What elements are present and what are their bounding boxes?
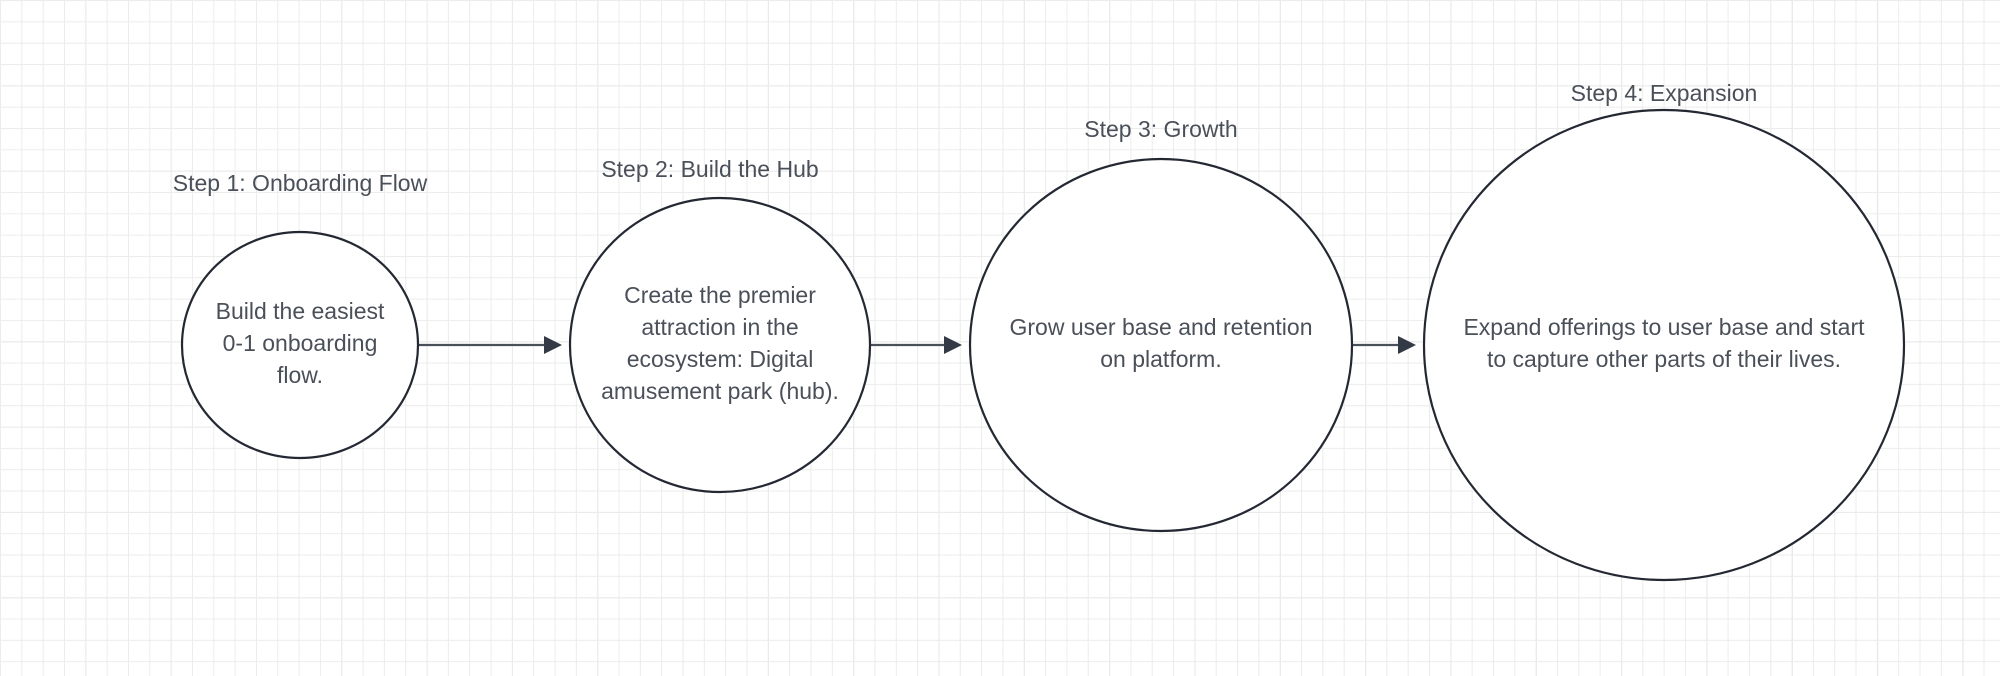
- node-title-label: Step 4: Expansion: [1571, 80, 1758, 106]
- node-body-line: Expand offerings to user base and start: [1463, 314, 1865, 340]
- node-body-line: ecosystem: Digital: [627, 346, 814, 372]
- node-body-line: flow.: [277, 362, 323, 388]
- node-body-line: Create the premier: [624, 282, 816, 308]
- node-body-line: to capture other parts of their lives.: [1487, 346, 1841, 372]
- node-body-line: amusement park (hub).: [601, 378, 839, 404]
- node-body-text: Expand offerings to user base and start t…: [1463, 314, 1865, 372]
- flow-arrow[interactable]: [871, 336, 962, 354]
- node-circle[interactable]: [568, 196, 872, 494]
- node-circle[interactable]: [180, 230, 420, 460]
- node-body-text: Create the premier attraction in the ecosy…: [601, 282, 839, 404]
- arrow-head-icon: [944, 336, 962, 354]
- node-body-text: Grow user base and retention on platform.: [1009, 314, 1312, 372]
- node-title-label: Step 1: Onboarding Flow: [173, 170, 428, 196]
- arrow-head-icon: [544, 336, 562, 354]
- node-body-line: Build the easiest: [216, 298, 385, 324]
- flow-arrow[interactable]: [1353, 336, 1416, 354]
- node-body-text: Build the easiest 0-1 onboarding flow.: [216, 298, 385, 388]
- node-body-line: attraction in the: [641, 314, 798, 340]
- node-title-label: Step 2: Build the Hub: [601, 156, 818, 182]
- node-body-line: on platform.: [1100, 346, 1221, 372]
- node-body-line: Grow user base and retention: [1009, 314, 1312, 340]
- edges-layer: [419, 336, 1416, 354]
- arrow-head-icon: [1398, 336, 1416, 354]
- flow-arrow[interactable]: [419, 336, 562, 354]
- node-title-label: Step 3: Growth: [1084, 116, 1237, 142]
- node-body-line: 0-1 onboarding: [223, 330, 378, 356]
- node-circle[interactable]: [968, 157, 1354, 533]
- node-circle[interactable]: [1422, 108, 1906, 582]
